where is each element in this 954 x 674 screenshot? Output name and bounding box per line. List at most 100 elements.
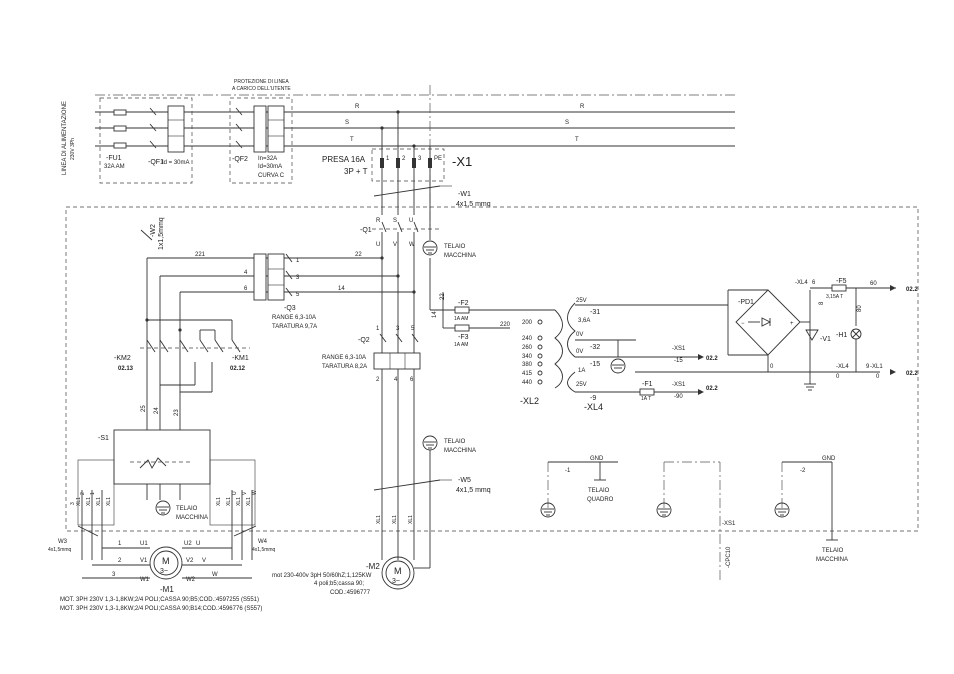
q2-tag: -Q2 [358,337,370,344]
wire-5: 5 [296,292,300,298]
power-line-spec: 230V 3Ph [70,138,76,160]
w1-cable: -W1 4x1,5 mmq [373,185,491,208]
telaio-3: TELAIO [444,439,466,445]
m1-w1: W1 [140,577,150,583]
q2-setting: TARATURA 8,2A [322,364,367,370]
cpc10-label: -CPC10 [726,546,732,568]
xl4-t32: -32 [590,344,600,351]
macchina-3: MACCHINA [444,448,476,454]
f3-rating: 1A AM [454,342,468,348]
ref-022-d: 02.2 [906,371,918,377]
m1-t3: 3 [70,502,76,505]
m1-motor: M 3~ 1 U1 U2 U 2 V1 V2 V 3 W1 W2 W -M1 M… [60,541,262,612]
m1-u2: U2 [184,541,192,547]
control-wiring: 221 22 4 6 1 3 5 14 22 14 [146,252,455,430]
wire-23: 23 [174,409,180,416]
qf2-header-2: A CARICO DELL'UTENTE [232,86,291,92]
m1-desc-2: MOT. 3PH 230V 1,3-1,8KW;2/4 POLI;CASSA 9… [60,606,262,612]
wire-220: 220 [500,322,511,328]
w1-tag: -W1 [458,191,471,198]
w2-tag: -W2 [150,224,157,237]
w4-tag: W4 [258,539,268,545]
q2-t4: 4 [394,377,398,383]
macchina-4: MACCHINA [816,557,848,563]
phase-s-label-right: S [565,120,569,126]
xl4-t0: 0 [836,374,840,380]
telaio-1: TELAIO [444,244,466,250]
m1-xl1-f: XL1 [226,497,232,506]
m1-phase: 3~ [160,568,168,575]
q3-tag: -Q3 [284,305,296,312]
w3-tag: W3 [58,539,68,545]
m1-wire-u: U [196,541,200,547]
q1-tag: -Q1 [360,227,372,234]
qf2-id: Id=30mA [258,164,282,170]
m1-xl1-e: XL1 [216,497,222,506]
sec-25v: 25V [576,298,587,304]
phase-t-label: T [350,137,354,143]
q2-breaker: 1 3 5 -Q2 RANGE 6,3-10A TARATURA 8,2A 2 … [322,326,421,383]
power-line-title-text: LINEA DI ALIMENTAZIONE [62,101,68,175]
f1-tag: -F1 [642,381,653,388]
m1-wire-2: 2 [118,558,122,564]
xl2-tap-415: 415 [522,371,533,377]
q1-switch: R S U -Q1 U V W [360,215,440,560]
xs1-connectors: -XS1 -15 02.2 -F1 1A T -XS1 -90 02.2 [636,346,718,402]
m1-t2: 2 [80,492,86,495]
m1-wire-w: W [212,572,218,578]
earth-telaio-3: TELAIO MACCHINA [422,435,476,568]
macchina-2: MACCHINA [176,515,208,521]
pd1-minus: − [741,321,745,327]
xl4-t15: -15 [590,361,600,368]
xl1-t0: 0 [876,374,880,380]
wire-4: 4 [244,270,248,276]
xs1-tag-2: -XS1 [672,382,686,388]
m2-tag: -M2 [366,562,380,571]
x1-label-1: PRESA 16A [322,155,366,164]
fu1-tag: -FU1 [106,155,122,162]
q3-breaker: -Q3 RANGE 6,3-10A TARATURA 9,7A [253,253,317,330]
m2-xl1-b: XL1 [392,515,398,524]
xs1-bottom: -XS1 [722,521,736,527]
xl4-f5-group: -XL4 6 -F5 3,15A T 60 02.2 8 80 -H1 -V1 … [795,278,918,391]
m1-tu: U [232,491,238,495]
m2-desc-3: COD.:4596777 [330,590,371,596]
phase-t-label-right: T [575,137,579,143]
w1-spec: 4x1,5 mmq [456,201,491,208]
q2-t6: 6 [410,377,414,383]
m1-xl1-a: XL1 [76,497,82,506]
wire-1: 1 [296,258,300,264]
wire-25: 25 [141,405,147,412]
m2-xl1-a: XL1 [376,515,382,524]
wire-6: 6 [244,286,248,292]
wire-8: 8 [819,301,825,305]
km1-tag: -KM1 [232,355,249,362]
xs1-t15: -15 [674,358,683,364]
sec-25v-b: 25V [576,382,587,388]
xl4-t6: 6 [812,280,816,286]
xl2-tap-340: 340 [522,354,533,360]
xl4-tag-2: -XL4 [795,280,808,286]
x1-socket: 1 2 3 PE PRESA 16A 3P + T -X1 [322,110,472,215]
x1-label-2: 3P + T [344,167,368,176]
earth-panel: GND -1 TELAIO QUADRO -XS1 -CPC10 GND -2 … [540,456,848,580]
power-line-title: LINEA DI ALIMENTAZIONE 230V 3Ph [62,101,76,175]
f3-tag: -F3 [458,334,469,341]
wire-22a: 22 [355,252,362,258]
q1-out-w: W [409,242,415,248]
m1-v2: V2 [186,558,194,564]
xl2-tap-440: 440 [522,380,533,386]
phase-r-label: R [355,104,360,110]
w3-spec: 4x1,5mmq [48,547,72,553]
sec-1a: 1A [578,368,585,374]
q1-out-v: V [393,242,397,248]
qf2-group: PROTEZIONE DI LINEA A CARICO DELL'UTENTE… [229,79,293,184]
q1-in-r: R [376,218,381,224]
m1-wire-3: 3 [112,572,116,578]
m1-xl1-h: XL1 [246,497,252,506]
qf2-header-1: PROTEZIONE DI LINEA [234,79,289,85]
gnd-label-2: GND [822,456,836,462]
m1-terminals: 3 2 1 U V W XL1 XL1 XL1 XL1 XL1 XL1 XL1 … [48,459,276,560]
m1-xl1-g: XL1 [236,497,242,506]
sec-0v: 0V [576,332,583,338]
